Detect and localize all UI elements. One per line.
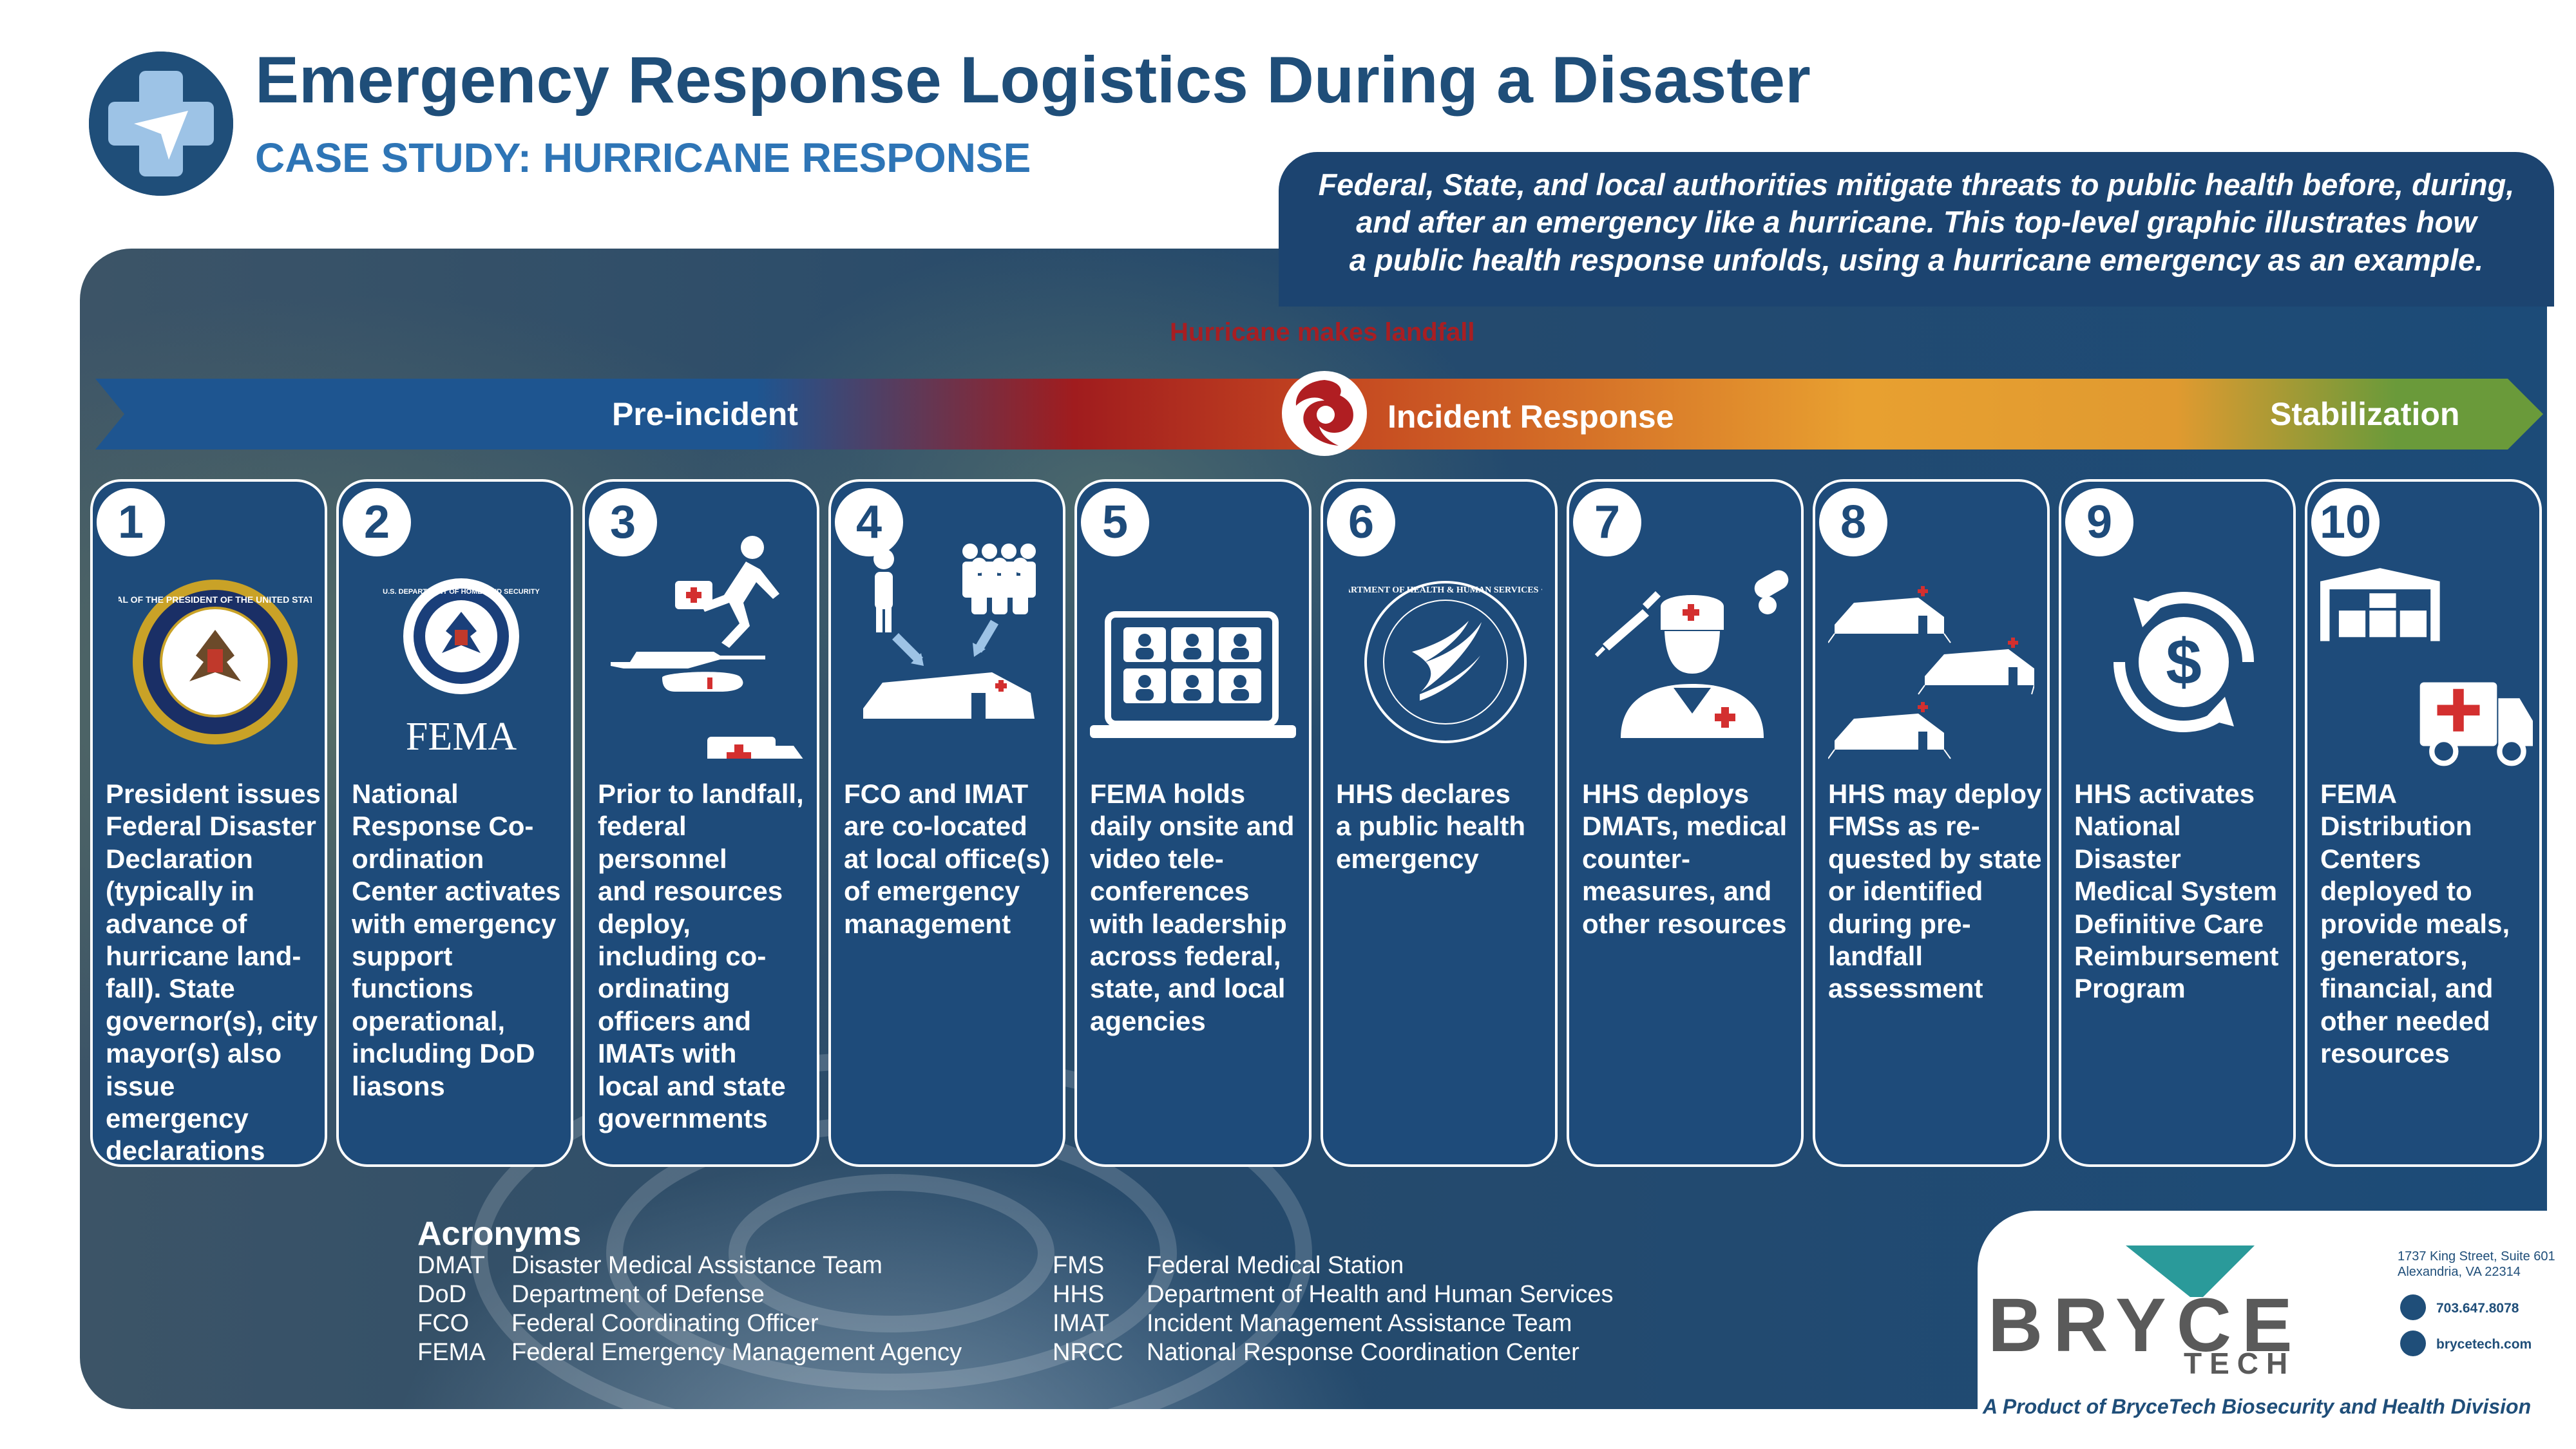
step-description: HHS declares a public health emergency	[1336, 779, 1526, 874]
fema-logo-icon: U.S. DEPARTMENT OF HOMELAND SECURITY FEM…	[383, 578, 540, 759]
presidential-seal-icon: SEAL OF THE PRESIDENT OF THE UNITED STAT…	[119, 580, 312, 744]
step-card-10: 10 FEMA Distribution Centers deployed to…	[2305, 479, 2542, 1167]
hurricane-icon	[1282, 371, 1367, 456]
address-line-2: Alexandria, VA 22314	[2398, 1265, 2521, 1279]
phone-number: 703.647.8078	[2436, 1301, 2519, 1316]
personnel-deploy-icon	[611, 536, 803, 759]
step-number: 9	[2065, 488, 2133, 556]
step-card-9: 9 $ HHS activates National Disaster Medi…	[2059, 479, 2296, 1167]
medical-tents-icon	[1828, 586, 2034, 759]
company-name: BRYCE	[1988, 1283, 2303, 1368]
step-card-5: 5 FEMA holds daily onsite and video tele…	[1074, 479, 1312, 1167]
step-description: FEMA Distribution Centers deployed to pr…	[2320, 779, 2510, 1069]
step-number: 7	[1573, 488, 1641, 556]
intro-text: Federal, State, and local authorities mi…	[1318, 167, 2515, 277]
step-card-8: 8 HHS may deploy FMSs as re- quested by …	[1813, 479, 2050, 1167]
step-description: National Response Co- ordination Center …	[352, 779, 561, 1101]
page-subtitle: CASE STUDY: HURRICANE RESPONSE	[255, 135, 1031, 181]
medical-worker-icon	[1594, 570, 1789, 738]
step-number: 1	[97, 488, 165, 556]
medical-cross-logo-icon	[89, 52, 233, 196]
phase-pre-incident: Pre-incident	[612, 396, 798, 432]
step-description: Prior to landfall, federal personnel and…	[598, 779, 804, 1133]
company-subname: TECH	[2184, 1347, 2296, 1380]
step-description: FCO and IMAT are co-located at local off…	[844, 779, 1050, 939]
phase-incident-response: Incident Response	[1388, 399, 1674, 435]
globe-icon	[2400, 1331, 2426, 1356]
warehouse-truck-icon	[2320, 568, 2533, 766]
step-card-3: 3 Prior to landfall, federal personnel a…	[582, 479, 819, 1167]
step-card-4: 4 FCO and IMAT are co-located at local o…	[828, 479, 1065, 1167]
step-description: President issues Federal Disaster Declar…	[106, 779, 321, 1166]
landfall-label: Hurricane makes landfall	[1170, 318, 1475, 346]
step-description: HHS may deploy FMSs as re- quested by st…	[1828, 779, 2042, 1004]
step-number: 6	[1327, 488, 1395, 556]
video-conference-icon	[1090, 611, 1296, 738]
svg-text:$: $	[2166, 626, 2202, 698]
step-number: 10	[2311, 488, 2380, 556]
step-card-7: 7 HHS deploys DMATs, medical counter- me…	[1567, 479, 1804, 1167]
page-title: Emergency Response Logistics During a Di…	[255, 43, 1811, 117]
step-description: FEMA holds daily onsite and video tele- …	[1090, 779, 1295, 1036]
svg-text:SEAL OF THE PRESIDENT OF THE U: SEAL OF THE PRESIDENT OF THE UNITED STAT…	[119, 594, 312, 605]
step-description: HHS activates National Disaster Medical …	[2074, 779, 2279, 1004]
phase-stabilization: Stabilization	[2270, 396, 2460, 432]
tagline: A Product of BryceTech Biosecurity and H…	[1983, 1395, 2532, 1418]
step-number: 8	[1819, 488, 1887, 556]
bryce-chevron-icon	[2126, 1245, 2255, 1297]
hhs-seal-icon: DEPARTMENT OF HEALTH & HUMAN SERVICES · …	[1349, 581, 1542, 743]
step-number: 3	[589, 488, 657, 556]
step-number: 4	[835, 488, 903, 556]
intro-box	[1279, 152, 2554, 307]
branding-box	[1978, 1211, 2576, 1449]
step-card-1: 1 SEAL OF THE PRESIDENT OF THE UNITED ST…	[90, 479, 327, 1167]
acronyms-title: Acronyms	[417, 1215, 582, 1253]
step-description: HHS deploys DMATs, medical counter- meas…	[1582, 779, 1788, 939]
step-number: 5	[1081, 488, 1149, 556]
people-to-tent-icon	[863, 544, 1036, 719]
step-card-6: 6 DEPARTMENT OF HEALTH & HUMAN SERVICES …	[1321, 479, 1558, 1167]
step-card-2: 2 U.S. DEPARTMENT OF HOMELAND SECURITY F…	[336, 479, 573, 1167]
svg-text:U.S. DEPARTMENT OF HOMELAND SE: U.S. DEPARTMENT OF HOMELAND SECURITY	[383, 588, 540, 596]
svg-text:FEMA: FEMA	[406, 715, 517, 759]
phone-icon	[2400, 1294, 2426, 1320]
dollar-cycle-icon: $	[2113, 592, 2254, 732]
step-number: 2	[343, 488, 411, 556]
svg-text:DEPARTMENT OF HEALTH & HUMAN S: DEPARTMENT OF HEALTH & HUMAN SERVICES · …	[1349, 585, 1542, 595]
website-link[interactable]: brycetech.com	[2436, 1337, 2532, 1352]
address-line-1: 1737 King Street, Suite 601	[2398, 1249, 2555, 1264]
